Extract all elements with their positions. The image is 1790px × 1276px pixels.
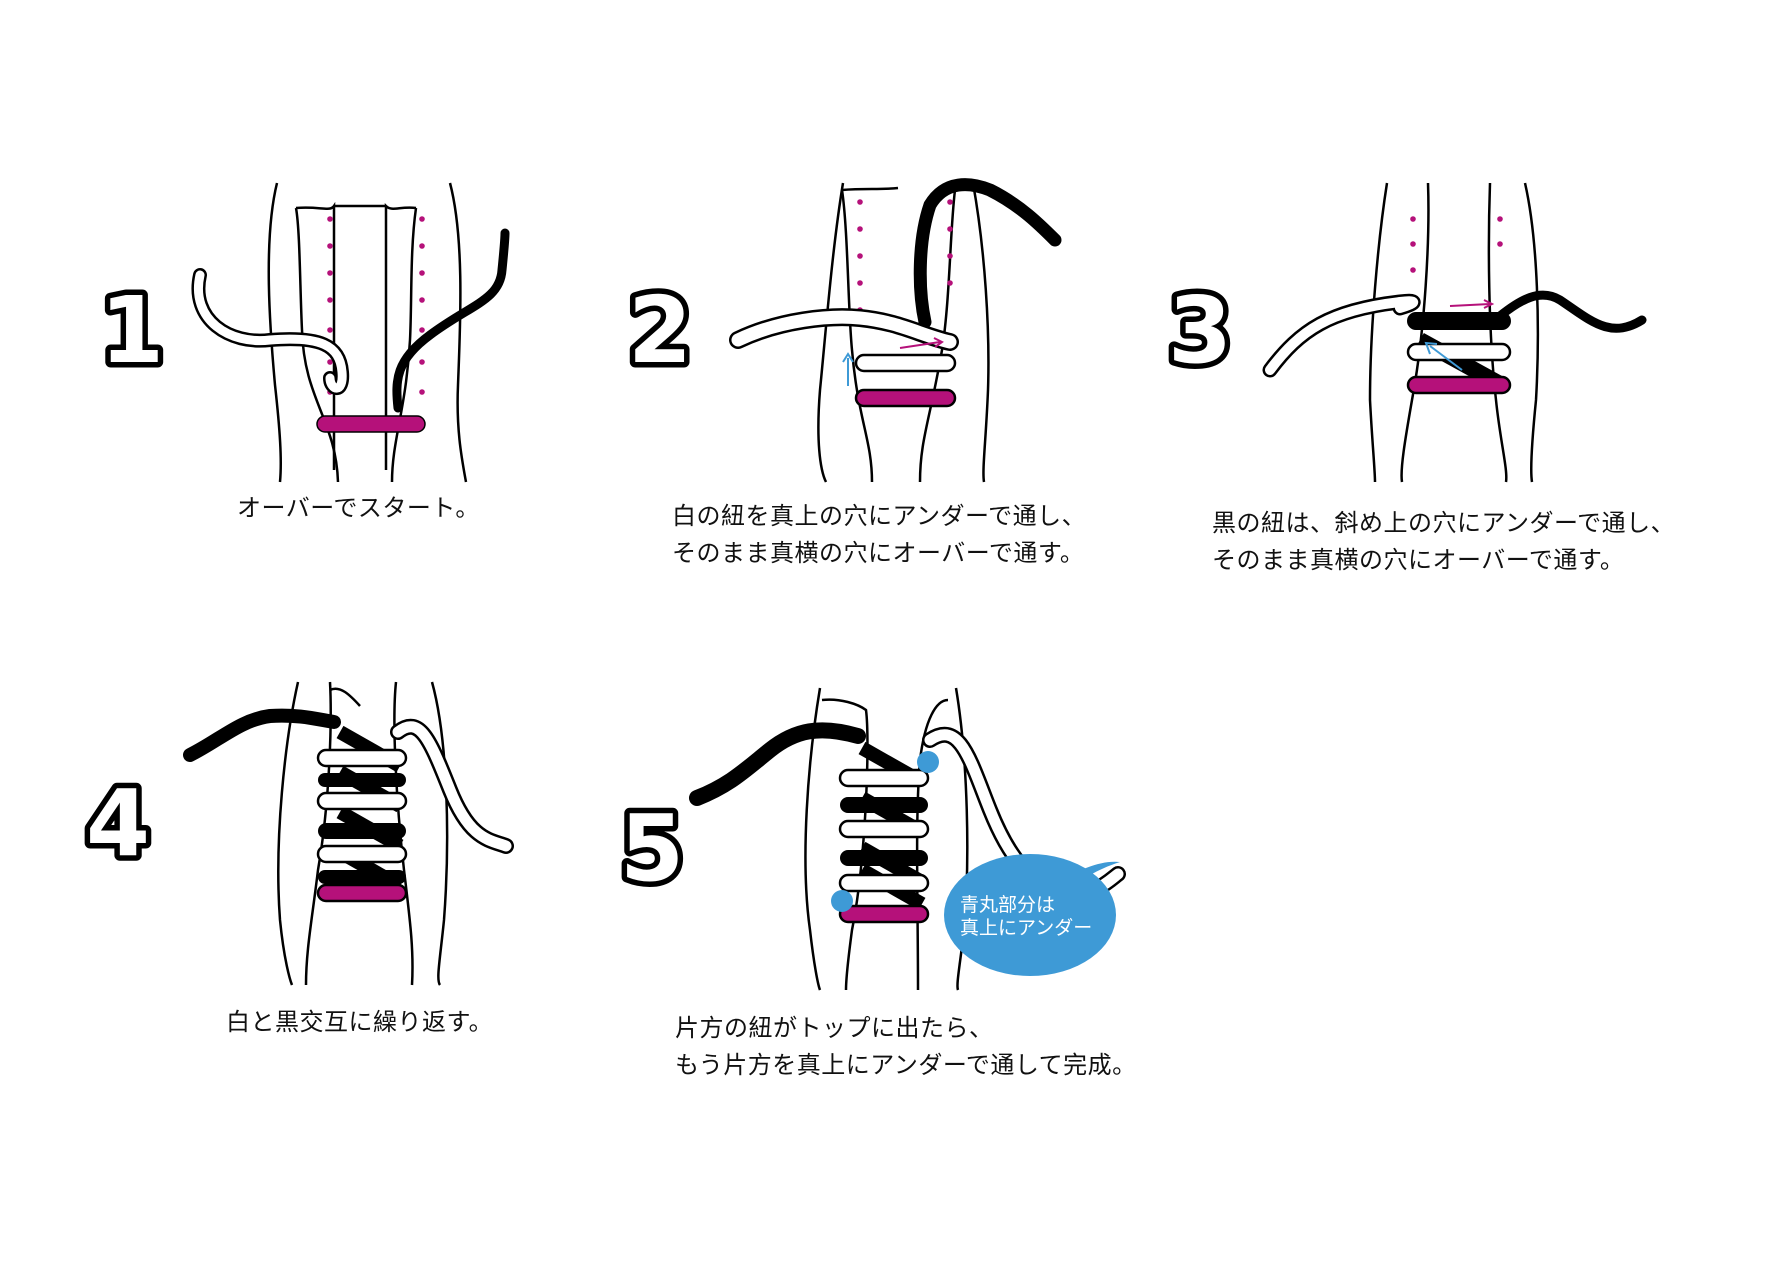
- caption-line: 黒の紐は、斜め上の穴にアンダーで通し、: [1212, 509, 1676, 537]
- eyestay-right: [918, 189, 957, 483]
- arrow-right-head-icon: [1483, 299, 1495, 309]
- white-lace: [392, 721, 512, 852]
- step-1-illustration: 1: [95, 182, 510, 483]
- shoe-outline-left: [267, 182, 282, 483]
- step-5-illustration: 5 青丸部分は 真上にアンダー: [615, 687, 1126, 991]
- shoe-outline-right: [971, 182, 990, 483]
- lace-bar-white: [1406, 342, 1512, 362]
- tongue-left-edge: [295, 201, 336, 470]
- shoe-outline-right: [448, 182, 468, 483]
- black-lace: [392, 228, 510, 413]
- eyelets-left: [327, 216, 333, 395]
- shoe-outline-right: [1523, 182, 1540, 483]
- eyestay-left: [840, 189, 874, 483]
- eyestay-right: [1487, 182, 1508, 483]
- tongue-top: [841, 186, 899, 192]
- eyestay-right: [390, 207, 418, 483]
- white-lace: [1265, 296, 1419, 375]
- step-1-caption: オーバーでスタート。: [237, 490, 480, 527]
- lace-bar-black: [318, 870, 406, 884]
- arrow-up-head-icon: [842, 352, 854, 363]
- white-lace: [731, 310, 957, 349]
- tongue-top: [329, 687, 361, 707]
- eyestay-right: [915, 698, 949, 991]
- arrow-right-icon: [899, 341, 941, 349]
- shoe-outline-right: [430, 681, 449, 986]
- lace-bar-pink: [854, 388, 957, 408]
- shoe-outline-left: [804, 687, 822, 991]
- caption-line: 白と黒交互に繰り返す。: [226, 1008, 494, 1036]
- black-lace: [689, 722, 866, 806]
- lace-bar-white: [838, 873, 930, 893]
- black-lace: [913, 178, 1062, 329]
- caption-line: 片方の紐がトップに出たら、: [675, 1014, 994, 1042]
- step-4-illustration: 4: [81, 681, 514, 986]
- blue-dot-marker: [917, 751, 939, 773]
- lace-bar-pink: [1406, 375, 1512, 395]
- arrow-right-head-icon: [933, 337, 944, 348]
- lace-bar-pink: [316, 415, 426, 433]
- black-lace: [1495, 290, 1647, 333]
- eyestay-right: [393, 681, 414, 986]
- lace-bar-black: [840, 797, 928, 813]
- step-2-illustration: 2: [623, 178, 1062, 483]
- caption-line: そのまま真横の穴にオーバーで通す。: [1212, 546, 1625, 574]
- blue-dot-marker: [831, 890, 853, 912]
- eyelets-left: [857, 199, 863, 313]
- step-2-caption: 白の紐を真上の穴にアンダーで通し、 そのまま真横の穴にオーバーで通す。: [672, 498, 1086, 572]
- step-3-illustration: 3: [1163, 182, 1647, 483]
- lace-bar-black: [1407, 312, 1511, 330]
- lace-bar-black: [318, 823, 406, 839]
- lace-bar-white: [854, 353, 957, 373]
- shoe-outline-left: [1368, 182, 1389, 483]
- eyelets-left: [1410, 216, 1416, 273]
- arrow-diagonal-icon: [1429, 345, 1463, 371]
- callout-bubble: 青丸部分は 真上にアンダー: [944, 854, 1120, 976]
- white-lace: [194, 270, 347, 393]
- arrow-right-icon: [1449, 303, 1491, 307]
- step-3-caption: 黒の紐は、斜め上の穴にアンダーで通し、 そのまま真横の穴にオーバーで通す。: [1212, 505, 1675, 579]
- step-2-number: 2: [628, 277, 692, 384]
- step-5-caption: 片方の紐がトップに出たら、 もう片方を真上にアンダーで通して完成。: [675, 1010, 1137, 1084]
- step-1-number: 1: [100, 277, 164, 384]
- callout-line-1: 青丸部分は: [960, 894, 1055, 916]
- lace-bar-white: [838, 819, 930, 839]
- shoe-outline-left: [817, 182, 845, 483]
- callout-line-2: 真上にアンダー: [960, 917, 1092, 939]
- lace-bar-white: [316, 791, 408, 811]
- shoe-outline-left: [277, 681, 300, 986]
- lace-bar-white: [316, 844, 408, 864]
- lace-bar-black: [840, 850, 928, 866]
- black-lace: [183, 708, 341, 762]
- tongue-right-edge: [384, 202, 417, 470]
- lace-bar-pink: [316, 883, 408, 903]
- caption-line: 白の紐を真上の穴にアンダーで通し、: [672, 502, 1087, 530]
- eyelets-right: [1497, 216, 1503, 247]
- lace-bar-white: [316, 748, 408, 768]
- eyelets-right: [419, 216, 425, 395]
- step-4-caption: 白と黒交互に繰り返す。: [226, 1004, 493, 1041]
- step-3-number: 3: [1168, 277, 1232, 384]
- eyestay-left: [1400, 182, 1430, 483]
- step-5-number: 5: [620, 795, 684, 902]
- caption-line: オーバーでスタート。: [237, 494, 480, 522]
- caption-line: そのまま真横の穴にオーバーで通す。: [672, 539, 1085, 567]
- lace-bar-pink: [838, 904, 930, 924]
- lace-bar-white: [838, 768, 930, 788]
- caption-line: もう片方を真上にアンダーで通して完成。: [675, 1051, 1137, 1079]
- eyelets-right: [947, 199, 953, 286]
- step-4-number: 4: [86, 770, 150, 877]
- lace-bar-black: [318, 773, 406, 787]
- arrow-diagonal-head-icon: [1424, 341, 1438, 355]
- eyestay-left: [294, 207, 340, 483]
